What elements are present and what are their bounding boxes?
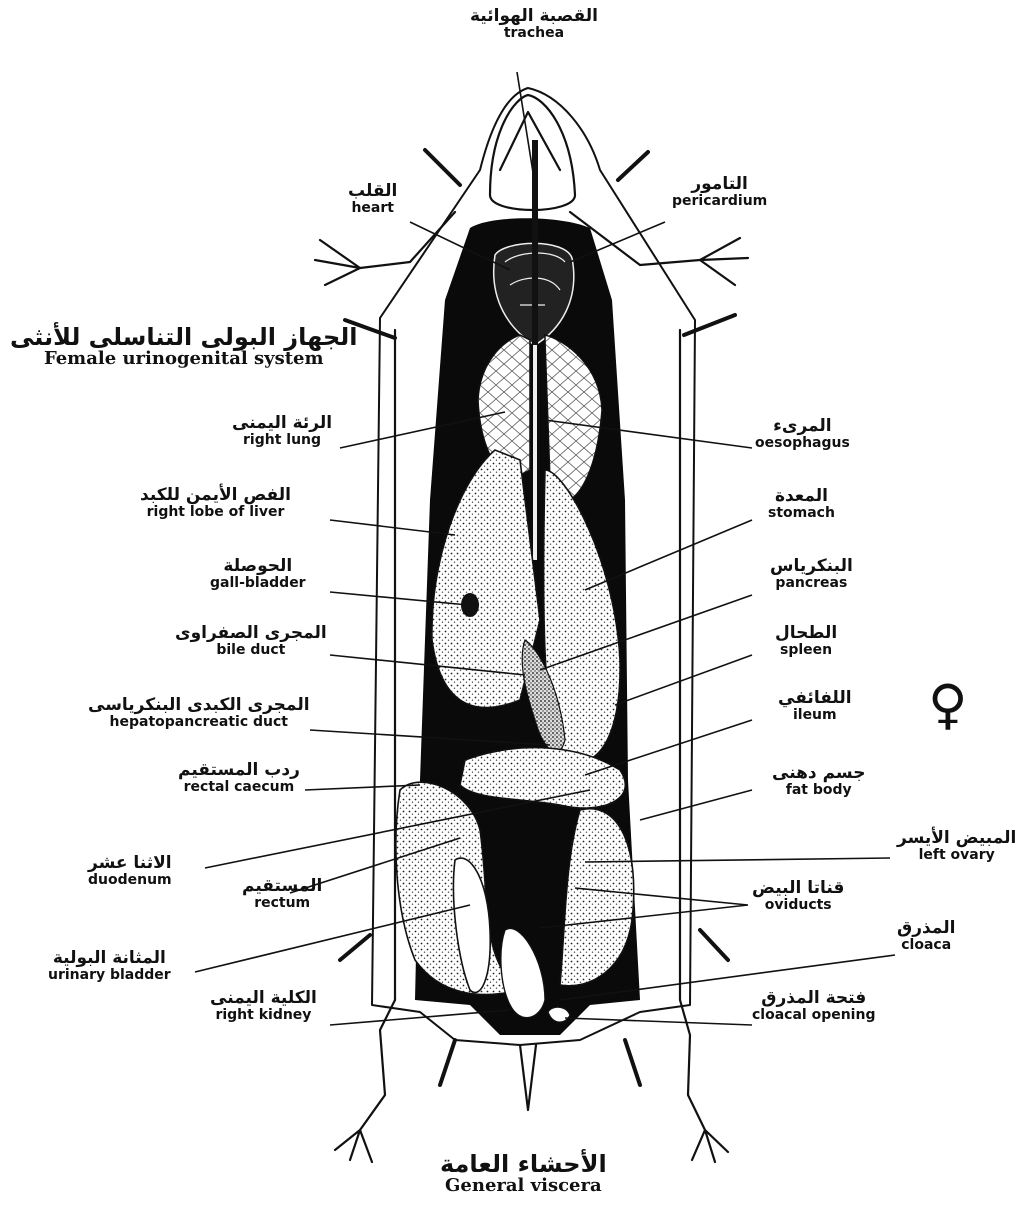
label-duodenum: الاثنا عشر duodenum [88,855,172,888]
label-ileum-ar: اللفائفي [778,690,852,708]
system-title-en: Female urinogenital system [44,348,324,369]
label-fat-body-ar: جسم دهنى [772,765,865,783]
label-pericardium: التامور pericardium [672,176,767,209]
label-oesophagus: المرىء oesophagus [755,418,850,451]
label-trachea: القصبة الهوائية trachea [470,8,598,41]
label-right-lung-ar: الرئة اليمنى [232,415,332,433]
label-right-kidney-ar: الكلية اليمنى [210,990,317,1008]
label-hepato-duct-ar: المجرى الكبدى البنكرياسى [88,697,310,715]
label-cloaca-ar: المذرق [897,920,955,938]
bottom-title-ar: الأحشاء العامة [440,1152,607,1177]
label-left-ovary: المبيض الأيسر left ovary [897,830,1016,863]
label-stomach-ar: المعدة [768,488,835,506]
label-bile-duct-ar: المجرى الصفراوى [175,625,327,643]
label-liver-lobe-en: right lobe of liver [140,505,291,520]
label-rectum-en: rectum [242,896,322,911]
system-title-ar: الجهاز البولى التناسلى للأنثى [10,325,358,350]
label-oesophagus-ar: المرىء [755,418,850,436]
label-rectal-caecum: ردب المستقيم rectal caecum [178,762,300,795]
label-bile-duct: المجرى الصفراوى bile duct [175,625,327,658]
label-oviducts-en: oviducts [752,898,844,913]
label-left-ovary-en: left ovary [897,848,1016,863]
label-rectum: المستقيم rectum [242,878,322,911]
label-spleen-en: spleen [775,643,837,658]
label-right-lung: الرئة اليمنى right lung [232,415,332,448]
label-oviducts: قناتا البيض oviducts [752,880,844,913]
label-urinary-bladder: المثانة البولية urinary bladder [48,950,171,983]
label-gall-bladder-ar: الحوصلة [210,558,306,576]
bottom-title: الأحشاء العامة General viscera [440,1152,607,1196]
label-cloacal-opening: فتحة المذرق cloacal opening [752,990,875,1023]
label-spleen: الطحال spleen [775,625,837,658]
label-fat-body-en: fat body [772,783,865,798]
label-liver-lobe-ar: الفص الأيمن للكبد [140,487,291,505]
label-pancreas-en: pancreas [770,576,853,591]
label-right-kidney-en: right kidney [210,1008,317,1023]
label-heart: القلب heart [348,183,397,216]
label-cloaca-en: cloaca [897,938,955,953]
label-fat-body: جسم دهنى fat body [772,765,865,798]
label-ileum: اللفائفي ileum [778,690,852,723]
label-liver-lobe: الفص الأيمن للكبد right lobe of liver [140,487,291,520]
label-oviducts-ar: قناتا البيض [752,880,844,898]
label-spleen-ar: الطحال [775,625,837,643]
label-cloacal-opening-en: cloacal opening [752,1008,875,1023]
label-bile-duct-en: bile duct [175,643,327,658]
label-gall-bladder-en: gall-bladder [210,576,306,591]
label-ileum-en: ileum [778,708,852,723]
label-pancreas-ar: البنكرياس [770,558,853,576]
label-duodenum-ar: الاثنا عشر [88,855,172,873]
label-rectal-caecum-en: rectal caecum [178,780,300,795]
female-symbol: ♀ [928,678,968,732]
label-hepatopancreatic-duct: المجرى الكبدى البنكرياسى hepatopancreati… [88,697,310,730]
bottom-title-en: General viscera [445,1175,602,1196]
label-heart-ar: القلب [348,183,397,201]
label-heart-en: heart [348,201,397,216]
label-left-ovary-ar: المبيض الأيسر [897,830,1016,848]
label-urinary-bladder-en: urinary bladder [48,968,171,983]
label-stomach: المعدة stomach [768,488,835,521]
label-pancreas: البنكرياس pancreas [770,558,853,591]
label-pericardium-en: pericardium [672,194,767,209]
system-title: الجهاز البولى التناسلى للأنثى Female uri… [10,325,358,369]
label-oesophagus-en: oesophagus [755,436,850,451]
label-trachea-ar: القصبة الهوائية [470,8,598,26]
label-cloaca: المذرق cloaca [897,920,955,953]
label-trachea-en: trachea [470,26,598,41]
label-gall-bladder: الحوصلة gall-bladder [210,558,306,591]
label-rectal-caecum-ar: ردب المستقيم [178,762,300,780]
label-pericardium-ar: التامور [672,176,767,194]
label-urinary-bladder-ar: المثانة البولية [48,950,171,968]
label-rectum-ar: المستقيم [242,878,322,896]
label-right-kidney: الكلية اليمنى right kidney [210,990,317,1023]
label-hepato-duct-en: hepatopancreatic duct [88,715,310,730]
label-duodenum-en: duodenum [88,873,172,888]
label-cloacal-opening-ar: فتحة المذرق [752,990,875,1008]
label-stomach-en: stomach [768,506,835,521]
label-right-lung-en: right lung [232,433,332,448]
